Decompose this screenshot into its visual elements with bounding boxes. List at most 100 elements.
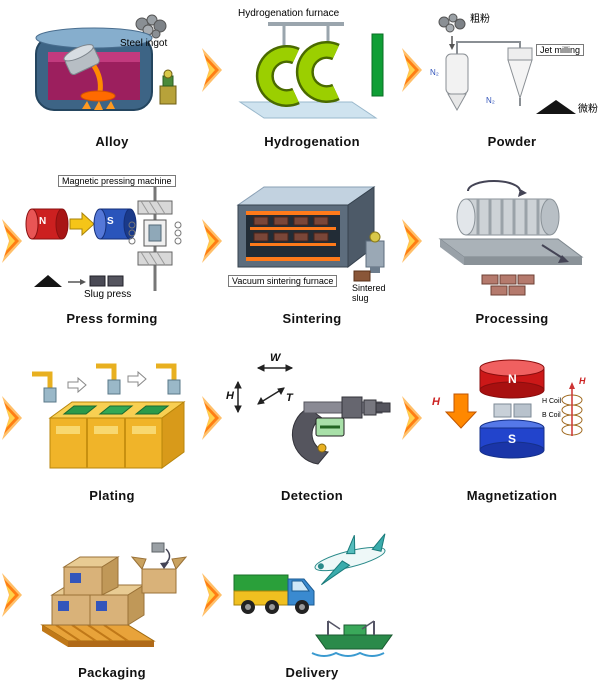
step-label-press-forming: Press forming [66, 311, 158, 326]
plating-hanger-icon [96, 363, 121, 395]
step-packaging: Packaging [24, 529, 200, 680]
magnet-manufacturing-process-diagram: Steel ingot Alloy [0, 8, 600, 680]
sintering-furnace-icon [236, 186, 385, 282]
pole-s-label: S [508, 432, 517, 446]
h-coil-label: H Coil [542, 398, 562, 405]
arrow-slot [200, 175, 224, 265]
magnet-blocks-icon [481, 274, 535, 296]
flow-arrow-icon [202, 48, 222, 92]
arrow-slot [0, 175, 24, 265]
powder-art: 粗粉 Jet milling 微粉 N₂ N₂ [424, 10, 600, 128]
step-processing: Processing [424, 175, 600, 326]
dim-w-label: W [270, 352, 281, 364]
micrometer-icon [234, 364, 391, 465]
furnace-tube-icon [255, 45, 300, 107]
vacuum-sintering-furnace-label: Vacuum sintering furnace [228, 275, 338, 288]
h-field-label: H [432, 396, 440, 408]
steel-ingot-label: Steel ingot [120, 38, 168, 49]
step-plating: Plating [24, 352, 200, 503]
pole-s-label: S [107, 216, 114, 227]
arrow-slot [200, 352, 224, 442]
arrow-slot [200, 529, 224, 619]
alloy-art: Steel ingot [24, 10, 200, 128]
step-alloy: Steel ingot Alloy [24, 10, 200, 149]
step-label-detection: Detection [281, 488, 343, 503]
step-label-hydrogenation: Hydrogenation [264, 134, 360, 149]
plating-line-icon [32, 363, 186, 469]
arrow-slot [0, 529, 24, 619]
step-label-processing: Processing [475, 311, 549, 326]
step-powder: 粗粉 Jet milling 微粉 N₂ N₂ Powder [424, 10, 600, 149]
magnetization-art: N S H H H Coil B Coil [424, 352, 600, 482]
fine-powder-icon [536, 100, 576, 114]
step-label-powder: Powder [487, 134, 537, 149]
hydrogenation-furnace-icon [238, 22, 384, 119]
ship-icon [311, 620, 393, 657]
coil-icon [561, 382, 583, 436]
flow-arrow-icon [202, 396, 222, 440]
melting-furnace-icon [35, 14, 177, 111]
magnetization-icon [444, 359, 583, 459]
step-press-forming: Magnetic pressing machine N S Slug press… [24, 175, 200, 326]
grinding-machine-icon [438, 180, 584, 296]
plating-art [24, 352, 200, 482]
hydrogenation-furnace-label: Hydrogenation furnace [238, 8, 340, 19]
step-hydrogenation: Hydrogenation furnace Hydrogenation [224, 8, 400, 149]
step-detection: W H T Detection [224, 352, 400, 503]
step-label-alloy: Alloy [95, 134, 129, 149]
flow-arrow-icon [402, 219, 422, 263]
dimension-arrows-icon [234, 364, 294, 414]
step-magnetization: N S H H H Coil B Coil Magnetization [424, 352, 600, 503]
slug-press-label: Slug press [84, 289, 132, 300]
process-row-2: Magnetic pressing machine N S Slug press… [0, 175, 600, 326]
dim-t-label: T [286, 392, 293, 404]
magnetic-press-icon [25, 187, 182, 291]
sintered-slug-label: Sintered slug [352, 283, 386, 304]
open-box-icon [130, 542, 188, 594]
coil-h-label: H [579, 376, 586, 386]
step-delivery: Delivery [224, 529, 400, 680]
box-stack-icon [50, 556, 146, 626]
sintered-slug-icon [353, 270, 371, 282]
n2-label: N₂ [486, 96, 495, 105]
press-arrow-icon [69, 211, 95, 237]
flow-arrow-icon [202, 219, 222, 263]
cyclone-icon [507, 47, 533, 106]
step-label-packaging: Packaging [78, 665, 146, 680]
n2-label: N₂ [430, 68, 439, 77]
grinding-wheel-icon [456, 198, 560, 236]
plating-tank-icon [48, 401, 186, 469]
pole-n-label: N [508, 372, 517, 386]
steel-ingot-icon [135, 14, 167, 39]
coarse-powder-icon [438, 13, 466, 33]
furnace-tube-icon [295, 41, 340, 103]
pallet-icon [40, 624, 156, 647]
b-coil-label: B Coil [542, 412, 561, 419]
vacuum-pump-icon [365, 231, 385, 273]
jet-milling-label: Jet milling [536, 44, 585, 57]
transfer-arrow-icon [67, 376, 87, 394]
processing-art [424, 175, 600, 305]
furnace-body-icon [35, 27, 153, 111]
process-row-3: Plating [0, 352, 600, 503]
magnet-s-cylinder-icon [93, 208, 137, 240]
step-sintering: Vacuum sintering furnace Sintered slug S… [224, 175, 400, 326]
press-forming-art: Magnetic pressing machine N S Slug press [24, 175, 200, 305]
transfer-arrow-icon [127, 370, 147, 388]
workpiece-blocks-icon [493, 403, 532, 418]
step-label-sintering: Sintering [282, 311, 342, 326]
step-label-plating: Plating [89, 488, 135, 503]
magnetic-pressing-machine-label: Magnetic pressing machine [58, 175, 176, 188]
sintering-art: Vacuum sintering furnace Sintered slug [224, 175, 400, 305]
packaging-art [24, 529, 200, 659]
magnet-s-pole-icon [479, 419, 545, 459]
plating-hanger-icon [156, 363, 181, 395]
furnace-box-icon [236, 186, 376, 269]
detection-art: W H T [224, 352, 400, 482]
truck-icon [233, 574, 315, 614]
h-field-arrow-icon [444, 393, 478, 429]
coarse-powder-label: 粗粉 [470, 14, 490, 25]
dim-h-label: H [226, 390, 234, 402]
micrometer-body-icon [291, 396, 391, 465]
flow-arrow-icon [2, 396, 22, 440]
